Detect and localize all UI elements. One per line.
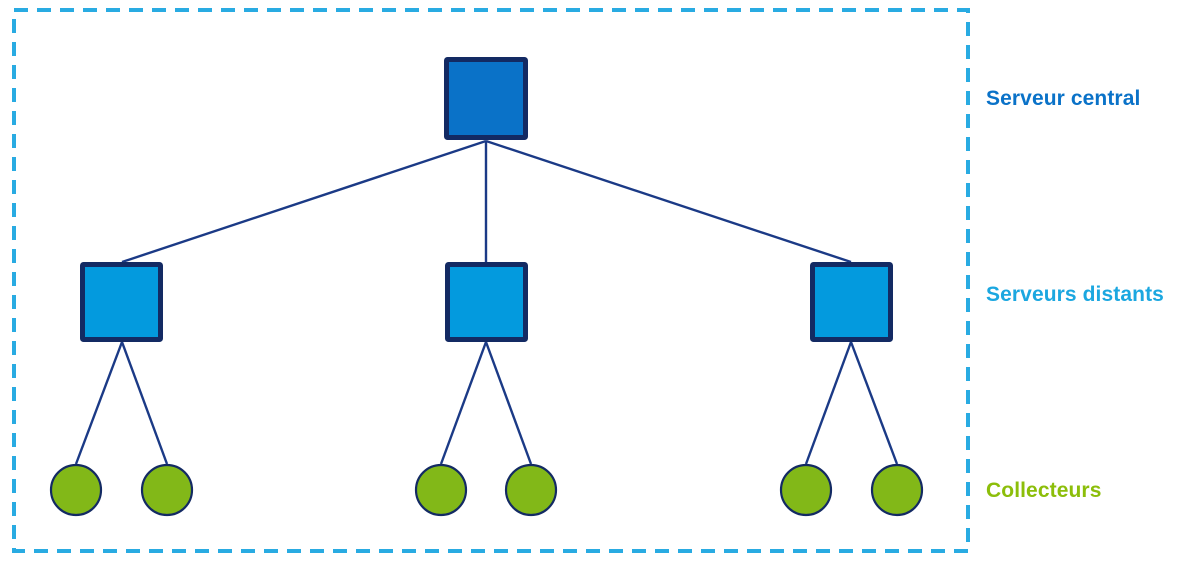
collector-node-2[interactable] [140,463,194,517]
diagram-boundary-box [12,8,970,553]
link-central-to-remote-3 [485,139,852,264]
remote-server-node-1[interactable] [80,262,163,342]
link-central-to-remote-1 [121,139,487,264]
nodes-group [49,57,924,517]
connector-links-group [74,139,899,465]
legend-label-collector: Collecteurs [986,479,1102,502]
collector-node-1[interactable] [49,463,103,517]
collector-node-6[interactable] [870,463,924,517]
remote-server-node-3[interactable] [810,262,893,342]
central-server-node[interactable] [444,57,528,140]
link-remote-2-to-collector-3 [439,341,488,465]
collector-node-3[interactable] [414,463,468,517]
link-remote-3-to-collector-5 [804,341,853,465]
link-remote-2-to-collector-4 [484,341,533,465]
legend-label-remote: Serveurs distants [986,283,1164,306]
link-remote-3-to-collector-6 [849,341,899,465]
remote-server-node-2[interactable] [445,262,528,342]
collector-node-4[interactable] [504,463,558,517]
link-remote-1-to-collector-1 [74,341,124,465]
link-remote-1-to-collector-2 [120,341,169,465]
legend-label-central: Serveur central [986,87,1141,110]
collector-node-5[interactable] [779,463,833,517]
